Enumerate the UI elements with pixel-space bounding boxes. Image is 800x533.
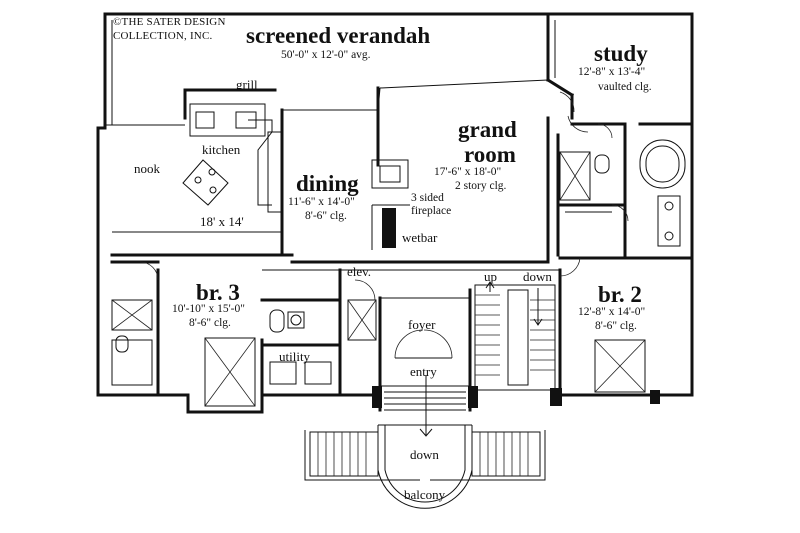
copyright-line-2: COLLECTION, INC.	[113, 30, 213, 42]
kitchen-name: kitchen	[202, 142, 241, 157]
entry-label: entry	[410, 364, 437, 379]
stairs-up-label: up	[484, 269, 497, 284]
dining-ceiling: 8'-6" clg.	[305, 210, 347, 222]
br3-ceiling: 8'-6" clg.	[189, 317, 231, 329]
utility-walls	[260, 268, 382, 397]
grand-room-walls	[282, 86, 550, 262]
stairs-down-label: down	[523, 269, 552, 284]
balcony-structure	[304, 386, 546, 509]
study-name: study	[594, 41, 648, 66]
foyer-entry	[378, 288, 472, 437]
br3-name: br. 3	[196, 280, 240, 305]
balcony-stairs-down-label: down	[410, 447, 439, 462]
kitchen-area	[110, 88, 294, 257]
utility-label: utility	[279, 349, 311, 364]
fireplace-line-2: fireplace	[411, 205, 452, 217]
foyer-label: foyer	[408, 317, 436, 332]
main-stairs	[474, 281, 556, 391]
study-ceiling: vaulted clg.	[598, 81, 652, 93]
dining-name: dining	[296, 171, 359, 196]
nook-name: nook	[134, 161, 160, 176]
grand-room-name-1: grand	[458, 117, 517, 142]
elevator-label: elev.	[347, 264, 372, 279]
dining-dims: 11'-6" x 14'-0"	[288, 196, 355, 208]
balcony-label: balcony	[404, 487, 446, 502]
study-walls	[546, 12, 694, 139]
br3-dims: 10'-10" x 15'-0"	[172, 303, 245, 315]
grand-room-name-2: room	[464, 142, 516, 167]
br2-walls	[550, 256, 694, 406]
copyright-line-1: ©THE SATER DESIGN	[113, 16, 226, 28]
wetbar-label: wetbar	[402, 230, 438, 245]
kitchen-dims: 18' x 14'	[200, 214, 244, 229]
grand-room-ceiling: 2 story clg.	[455, 180, 507, 192]
br2-dims: 12'-8" x 14'-0"	[578, 306, 646, 318]
grand-room-dims: 17'-6" x 18'-0"	[434, 166, 502, 178]
fireplace-line-1: 3 sided	[411, 192, 444, 204]
verandah-dims: 50'-0" x 12'-0" avg.	[281, 49, 371, 61]
study-dims: 12'-8" x 13'-4"	[578, 66, 646, 78]
grill-label: grill	[236, 77, 258, 92]
dining-fireplace	[371, 159, 410, 250]
br2-ceiling: 8'-6" clg.	[595, 320, 637, 332]
br2-name: br. 2	[598, 282, 642, 307]
br3-walls	[96, 260, 264, 414]
master-bath	[556, 122, 694, 257]
verandah-walls	[96, 12, 575, 397]
verandah-name: screened verandah	[246, 23, 431, 48]
